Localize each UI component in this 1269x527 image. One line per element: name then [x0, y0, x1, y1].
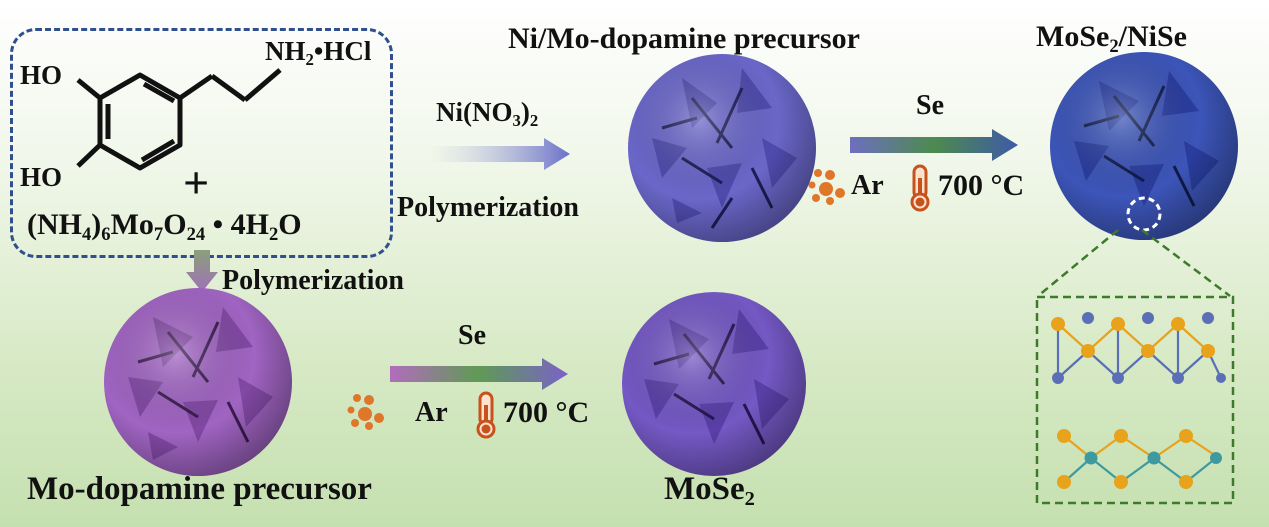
- salt-sub: 7: [153, 223, 164, 245]
- amine-salt-text: •HCl: [313, 36, 372, 66]
- salt-sub: 6: [101, 223, 111, 245]
- molybdate-label: (NH4)6Mo7O24 • 4H2O: [27, 208, 302, 244]
- mose2-nise-sub: 2: [1109, 35, 1119, 57]
- mose2-nise-sphere: [1050, 52, 1238, 240]
- ho-top-label: HO: [20, 60, 63, 90]
- mose2-sphere: [622, 292, 806, 476]
- polymerization-down-label: Polymerization: [222, 265, 404, 296]
- salt-part: ): [91, 208, 102, 241]
- mose2-nise-part: /NiSe: [1118, 20, 1187, 53]
- nickel-part: ): [520, 97, 530, 127]
- mose2-nise-part: MoSe: [1036, 20, 1110, 53]
- se-powder-icon: [347, 394, 384, 430]
- salt-part: (NH: [27, 208, 82, 241]
- se-bottom-label: Se: [458, 320, 486, 351]
- ar-bottom-label: Ar: [415, 397, 448, 428]
- arrow-nickel: [432, 138, 570, 170]
- thermometer-icon: [910, 164, 930, 212]
- mo-precursor-label: Mo-dopamine precursor: [27, 471, 372, 507]
- arrow-down-polymerization: [186, 250, 218, 292]
- dopamine-structure: [76, 68, 282, 171]
- amine-subscript: 2: [305, 50, 314, 70]
- ar-top-label: Ar: [851, 170, 884, 201]
- nimo-precursor-sphere: [628, 54, 816, 242]
- plus-sign: +: [183, 157, 210, 208]
- nickel-part: Ni(NO: [436, 97, 513, 127]
- temp-top-label: 700 °C: [938, 169, 1025, 202]
- nickel-sub: 3: [512, 111, 521, 131]
- amine-text: NH: [265, 36, 306, 66]
- arrow-se-top: [850, 129, 1018, 161]
- mose2-label: MoSe2: [664, 471, 755, 510]
- se-top-label: Se: [916, 90, 944, 121]
- se-powder-icon: [808, 169, 845, 205]
- temp-bottom-label: 700 °C: [503, 396, 590, 429]
- crystal-structure-inset: [1035, 295, 1235, 505]
- mose2-part: MoSe: [664, 471, 745, 507]
- nimo-precursor-label: Ni/Mo-dopamine precursor: [508, 22, 860, 55]
- mo-precursor-sphere: [104, 288, 292, 476]
- zoom-connector: [1037, 229, 1231, 297]
- salt-part: O: [278, 208, 302, 241]
- thermometer-icon: [476, 391, 496, 439]
- ho-bottom-label: HO: [20, 162, 63, 192]
- arrow-se-bottom: [390, 358, 568, 390]
- salt-sub: 4: [82, 223, 92, 245]
- salt-part: O: [163, 208, 187, 241]
- nickel-nitrate-label: Ni(NO3)2: [436, 97, 538, 129]
- salt-part: Mo: [110, 208, 154, 241]
- mose2-sub: 2: [744, 488, 755, 511]
- polymerization-top-label: Polymerization: [397, 192, 579, 223]
- mose2-nise-label: MoSe2/NiSe: [1036, 20, 1187, 56]
- salt-sub: 2: [269, 223, 279, 245]
- amine-label: NH2•HCl: [265, 36, 372, 68]
- salt-part: • 4H: [205, 208, 269, 241]
- nickel-sub: 2: [529, 111, 539, 131]
- salt-sub: 24: [186, 223, 206, 245]
